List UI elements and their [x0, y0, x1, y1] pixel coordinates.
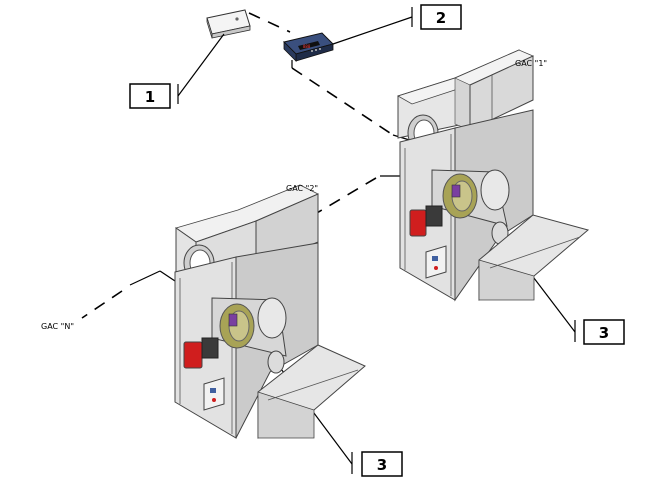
flue-sensor-icon	[451, 184, 461, 198]
gacN-label: GAC "N"	[41, 322, 74, 331]
svg-text:888: 888	[303, 44, 311, 49]
callout-3-right: 3	[583, 319, 625, 345]
gac2-label: GAC "2"	[286, 184, 318, 193]
callout-2: 2	[420, 4, 462, 30]
callout-1-number: 1	[145, 88, 155, 106]
digital-controller-icon: 888	[283, 32, 334, 62]
callout-3-bottom-number: 3	[377, 456, 387, 474]
callout-2-number: 2	[436, 9, 446, 27]
air-heater-unit-gac1	[397, 49, 590, 302]
flue-sensor-icon	[228, 313, 238, 327]
callout-3-bottom: 3	[361, 451, 403, 477]
wall-sensor-icon	[206, 9, 251, 39]
air-heater-unit-gac2	[174, 184, 366, 439]
callout-3-right-number: 3	[599, 324, 609, 342]
callout-1: 1	[129, 83, 171, 109]
gac1-label: GAC "1"	[515, 59, 547, 68]
